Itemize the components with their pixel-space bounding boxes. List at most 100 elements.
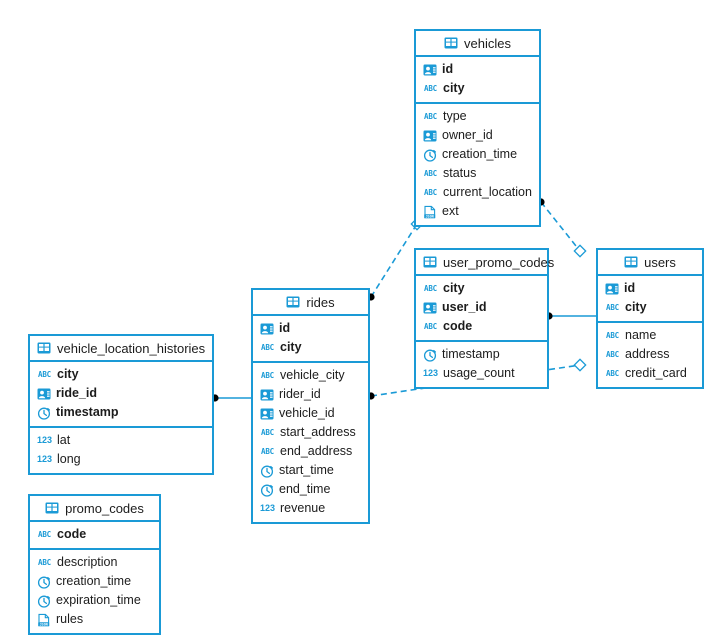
column-row[interactable]: id (253, 319, 368, 338)
column-row[interactable]: ABC end_address (253, 442, 368, 461)
column-row[interactable]: timestamp (416, 345, 547, 364)
column-name-label: city (57, 367, 79, 382)
abc-icon: ABC (38, 557, 51, 567)
column-name-label: description (57, 555, 118, 570)
column-row[interactable]: end_time (253, 480, 368, 499)
column-row[interactable]: creation_time (416, 145, 539, 164)
table-title-rides: rides (253, 290, 368, 316)
relationship-diamond-marker (573, 244, 587, 258)
table-icon (37, 341, 51, 355)
abc-icon: ABC (606, 330, 619, 340)
clock-icon (423, 148, 437, 162)
column-name-label: city (280, 340, 302, 355)
columns-section-promo_codes: ABC description creation_time expiration_ti… (30, 550, 159, 633)
relationship-vehicle-location-histories-to-rides[interactable] (211, 394, 251, 402)
table-icon (624, 255, 638, 269)
abc-icon: ABC (606, 302, 619, 312)
abc-icon: ABC (424, 83, 437, 93)
column-row[interactable]: 123 long (30, 450, 212, 469)
id-card-icon (423, 63, 437, 77)
column-row[interactable]: timestamp (30, 403, 212, 422)
column-row[interactable]: id (598, 279, 702, 298)
column-row[interactable]: ABC description (30, 553, 159, 572)
table-name-label: rides (306, 294, 335, 310)
column-name-label: lat (57, 433, 71, 448)
svg-text:JSON: JSON (426, 214, 434, 218)
abc-icon: ABC (606, 349, 619, 359)
id-card-icon (423, 129, 437, 143)
column-name-label: id (624, 281, 636, 296)
column-name-label: usage_count (443, 366, 515, 381)
column-row[interactable]: expiration_time (30, 591, 159, 610)
id-card-icon (260, 322, 274, 336)
id-card-icon (605, 282, 619, 296)
column-row[interactable]: owner_id (416, 126, 539, 145)
column-name-label: revenue (280, 501, 326, 516)
column-name-label: rider_id (279, 387, 321, 402)
column-row[interactable]: start_time (253, 461, 368, 480)
column-row[interactable]: 123 usage_count (416, 364, 547, 383)
table-name-label: vehicles (464, 35, 511, 51)
column-name-label: city (625, 300, 647, 315)
column-name-label: creation_time (442, 147, 518, 162)
column-name-label: vehicle_id (279, 406, 335, 421)
column-name-label: end_address (280, 444, 353, 459)
column-row[interactable]: rider_id (253, 385, 368, 404)
json-icon: JSON (37, 613, 51, 627)
relationship-diamond-marker (573, 358, 587, 372)
table-icon (45, 501, 59, 515)
table-icon (444, 36, 458, 50)
clock-icon (37, 575, 51, 589)
column-row[interactable]: ABC name (598, 326, 702, 345)
column-row[interactable]: creation_time (30, 572, 159, 591)
abc-icon: ABC (261, 446, 274, 456)
abc-icon: ABC (424, 187, 437, 197)
column-name-label: id (279, 321, 291, 336)
clock-icon (37, 594, 51, 608)
abc-icon: ABC (38, 529, 51, 539)
column-name-label: long (57, 452, 81, 467)
column-row[interactable]: ABC code (30, 525, 159, 544)
column-row[interactable]: user_id (416, 298, 547, 317)
column-row[interactable]: id (416, 60, 539, 79)
column-name-label: timestamp (56, 405, 119, 420)
123-icon: 123 (36, 454, 53, 464)
column-name-label: expiration_time (56, 593, 141, 608)
column-name-label: code (57, 527, 87, 542)
123-icon: 123 (422, 368, 439, 378)
relationship-line (370, 223, 418, 298)
column-row[interactable]: ride_id (30, 384, 212, 403)
column-name-label: name (625, 328, 657, 343)
column-name-label: timestamp (442, 347, 500, 362)
column-name-label: start_time (279, 463, 334, 478)
column-row[interactable]: ABC city (598, 298, 702, 317)
column-row[interactable]: vehicle_id (253, 404, 368, 423)
relationship-user-promo-codes-to-users[interactable] (545, 312, 596, 320)
